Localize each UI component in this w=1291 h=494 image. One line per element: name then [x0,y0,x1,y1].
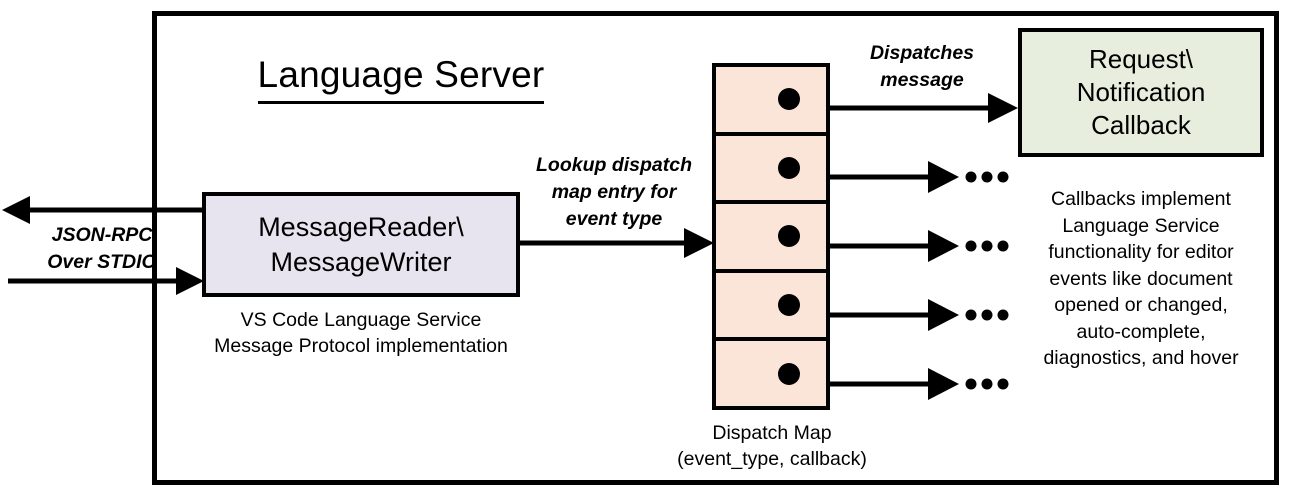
callback-caption-line1: Callbacks implement [1051,188,1231,210]
callback-dot-icon [778,294,800,317]
message-io-caption-line1: VS Code Language Service [240,309,482,331]
dispatch-map-entry-2[interactable] [716,136,826,205]
dispatch-map-entry-5[interactable] [716,341,826,406]
callback-line1: Request\ [1088,44,1194,74]
dispatch-map-entry-1[interactable] [716,67,826,136]
callback-dot-icon [778,362,800,385]
diagram-title: Language Server [236,52,566,104]
transport-label-line2: Over STDIO [47,251,157,273]
callback-caption-line3: functionality for editor [1048,241,1234,263]
callback-caption-line6: auto-complete, [1076,320,1206,343]
message-io-caption-line2: Message Protocol implementation [214,335,508,357]
dispatch-map-entry-3[interactable] [716,204,826,273]
dispatches-message-label: Dispatches message [832,40,1012,94]
dispatch-map-caption: Dispatch Map (event_type, callback) [650,420,894,472]
diagram-title-text: Language Server [257,52,545,104]
dispatches-label-line1: Dispatches [869,42,975,64]
callback-dot-icon [778,88,800,111]
message-reader-writer-caption: VS Code Language Service Message Protoco… [185,307,537,359]
callback-caption-line4: events like document [1049,267,1233,290]
message-io-line1: MessageReader\ [258,211,464,242]
callback-caption-line7: diagnostics, and hover [1043,347,1239,369]
ellipsis-entry-5 [965,378,1009,390]
dispatches-label-line2: message [880,69,964,91]
callback-description: Callbacks implement Language Service fun… [1008,186,1274,372]
transport-label: JSON-RPC Over STDIO [22,222,182,276]
ellipsis-entry-2 [965,171,1009,183]
dispatch-map-caption-line1: Dispatch Map [712,422,832,444]
lookup-label-line2: map entry for [551,181,677,203]
language-server-boundary [152,11,1279,485]
dispatch-map-caption-line2: (event_type, callback) [677,448,867,470]
arrow-inbound-jsonrpc [8,267,204,295]
callback-caption-line2: Language Service [1062,214,1220,237]
arrow-outbound-jsonrpc [2,196,202,224]
callback-line2: Notification [1076,77,1206,107]
ellipsis-entry-3 [965,240,1009,252]
transport-label-line1: JSON-RPC [51,224,153,246]
ellipsis-entry-4 [965,309,1009,321]
request-notification-callback-box[interactable]: Request\ Notification Callback [1018,28,1264,157]
arrow-lookup-dispatch [520,228,714,258]
callback-line3: Callback [1091,110,1191,140]
lookup-label-line3: event type [565,208,663,230]
lookup-label-line1: Lookup dispatch [536,154,692,176]
message-io-line2: MessageWriter [270,246,452,277]
callback-dot-icon [778,156,800,179]
dispatch-map-table[interactable] [712,63,830,410]
lookup-dispatch-label: Lookup dispatch map entry for event type [518,152,710,233]
callback-caption-line5: opened or changed, [1054,294,1228,316]
message-reader-writer-box[interactable]: MessageReader\ MessageWriter [202,192,520,297]
dispatch-map-entry-4[interactable] [716,273,826,342]
callback-dot-icon [778,225,800,248]
